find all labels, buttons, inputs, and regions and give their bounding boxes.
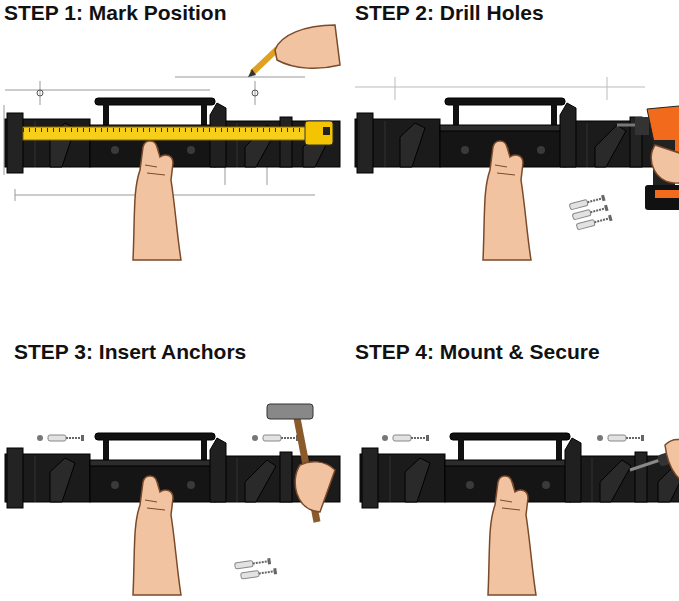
anchor-mark	[37, 435, 84, 441]
coat-rack	[355, 98, 679, 260]
screwdriver	[630, 440, 679, 485]
screw	[241, 568, 277, 579]
anchor-mark	[597, 435, 644, 441]
step-title: STEP 2: Drill Holes	[355, 1, 544, 25]
panel-anchors	[5, 404, 340, 595]
panel-mark	[4, 25, 340, 260]
position-mark	[37, 90, 43, 96]
coat-rack	[5, 98, 340, 260]
step-title: STEP 1: Mark Position	[4, 1, 227, 25]
panel-drill	[355, 77, 679, 260]
coat-rack	[360, 433, 679, 595]
power-drill	[617, 105, 679, 210]
position-mark	[252, 90, 258, 96]
panel-mount	[360, 433, 679, 595]
coat-rack	[5, 433, 340, 595]
anchor-mark	[382, 435, 429, 441]
anchors-screws	[569, 195, 612, 230]
screw	[235, 558, 271, 569]
step-title: STEP 3: Insert Anchors	[14, 340, 246, 364]
pencil-hand	[248, 25, 340, 77]
anchor-mark	[252, 435, 299, 441]
dimension-lines	[355, 77, 645, 100]
tape-measure	[23, 121, 333, 145]
hammer	[267, 404, 335, 522]
step-title: STEP 4: Mount & Secure	[355, 340, 600, 364]
